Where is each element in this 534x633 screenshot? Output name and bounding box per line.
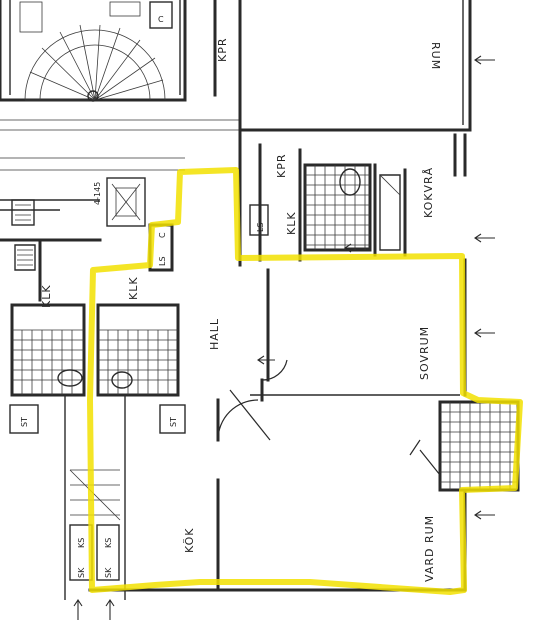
label-c-a: C [158, 232, 167, 238]
room-rum: RUM [238, 0, 472, 132]
label-kokvra: KOKVRÅ [422, 167, 435, 218]
label-klk-left1: KLK [40, 284, 53, 308]
label-st-b: ST [169, 417, 178, 427]
label-ls-b: LS [158, 256, 167, 266]
wetroom-right-grid [98, 329, 178, 395]
label-vardrum: VARD RUM [423, 515, 436, 582]
label-klk-left2: KLK [127, 276, 140, 300]
label-sk-b: SK [104, 567, 113, 578]
main-apartment: HALL SOVRUM KÖK VARD RUM [88, 258, 520, 592]
label-ks-a: KS [77, 538, 86, 548]
bathroom-tile-grid [305, 165, 370, 250]
label-st-a: ST [20, 417, 29, 427]
label-kok: KÖK [183, 528, 196, 553]
label-hall: HALL [208, 318, 221, 350]
label-code: 4-145 [93, 182, 102, 205]
label-klk-a: KLK [285, 211, 298, 235]
label-kpr-mid: KPR [275, 154, 288, 179]
middle-band: KPR LS KLK KOKVRÅ [238, 133, 467, 267]
apartment-highlight-outline [87, 167, 523, 595]
label-sk-a: SK [77, 567, 86, 578]
left-strip: 4-145 KLK KLK LS C ST ST SK [0, 177, 186, 620]
wetroom-left-grid [12, 329, 84, 395]
kpr-top-column: KPR [213, 0, 242, 137]
label-ls-a: LS [256, 222, 265, 232]
label-sovrum: SOVRUM [418, 326, 431, 380]
label-rum: RUM [429, 42, 442, 70]
label-ks-b: KS [104, 538, 113, 548]
balcony-grid [440, 402, 518, 490]
label-kpr-top: KPR [216, 38, 229, 63]
entry-arrows [257, 55, 495, 520]
label-c-top: C [158, 15, 164, 24]
stairwell: C [0, 0, 187, 102]
